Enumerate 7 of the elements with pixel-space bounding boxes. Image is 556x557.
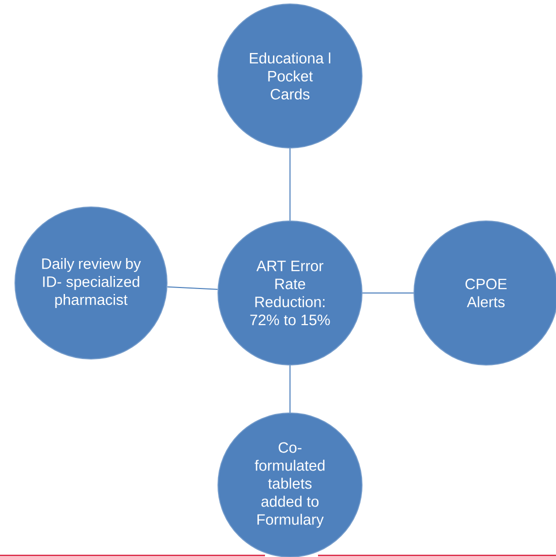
circle-node: Daily review by ID- specialized pharmacist — [14, 206, 168, 360]
circle-node: Co- formulated tablets added to Formulary — [218, 412, 362, 557]
circle-node: Educationa l Pocket Cards — [218, 4, 362, 148]
circle-node: ART Error Rate Reduction: 72% to 15% — [218, 220, 362, 366]
connector-line — [166, 286, 218, 290]
circle-node: CPOE Alerts — [414, 220, 556, 366]
connector-line — [362, 292, 414, 294]
